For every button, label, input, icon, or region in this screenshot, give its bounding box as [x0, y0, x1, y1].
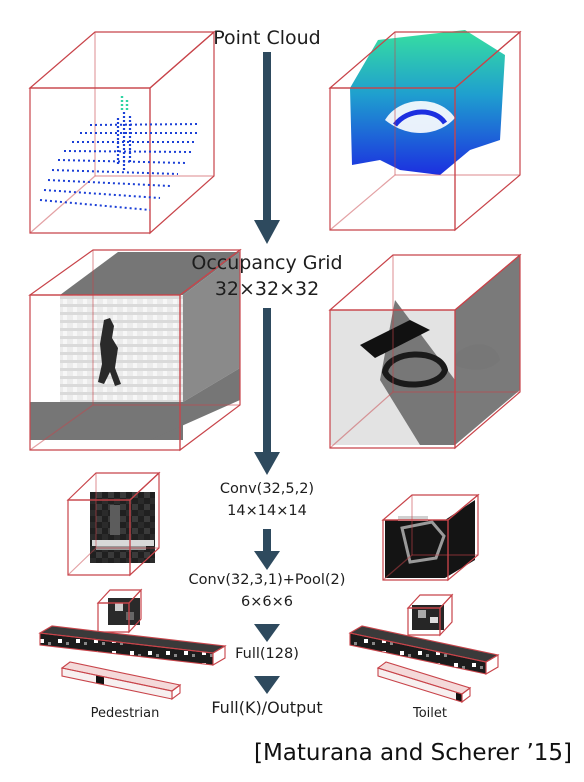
citation: [Maturana and Scherer ’15]	[253, 740, 572, 766]
arrow-conv1-to-conv2	[254, 529, 280, 570]
label-occupancy-size: 32×32×32	[214, 278, 320, 300]
label-conv2-size: 6×6×6	[241, 594, 293, 610]
flow-arrows	[254, 52, 280, 694]
label-class-toilet: Toilet	[412, 706, 447, 721]
toilet-output-bar	[376, 661, 472, 704]
toilet-point-cloud	[328, 30, 522, 232]
pedestrian-output-bar	[60, 661, 182, 701]
label-conv2: Conv(32,3,1)+Pool(2)	[188, 572, 346, 588]
label-occupancy-grid: Occupancy Grid	[191, 252, 343, 274]
pedestrian-occupancy-grid	[28, 248, 242, 452]
toilet-full-layer-bar	[348, 625, 500, 675]
label-full-128: Full(128)	[235, 646, 299, 662]
pedestrian-full-layer-bar	[38, 625, 227, 666]
pedestrian-point-cloud	[28, 30, 216, 235]
label-conv1: Conv(32,5,2)	[219, 481, 315, 497]
label-point-cloud: Point Cloud	[213, 27, 321, 49]
label-conv1-size: 14×14×14	[227, 503, 307, 519]
arrow-pointcloud-to-grid	[254, 52, 280, 244]
toilet-conv1-features	[381, 493, 480, 582]
label-output: Full(K)/Output	[211, 698, 323, 717]
label-class-pedestrian: Pedestrian	[90, 706, 160, 721]
toilet-occupancy-grid	[328, 253, 522, 450]
arrow-conv2-to-full	[254, 624, 280, 642]
pedestrian-conv1-features	[66, 471, 161, 577]
arrow-grid-to-conv1	[254, 308, 280, 475]
pedestrian-conv2-features	[96, 588, 143, 634]
arrow-full-to-output	[254, 676, 280, 694]
toilet-conv2-features	[406, 593, 454, 637]
